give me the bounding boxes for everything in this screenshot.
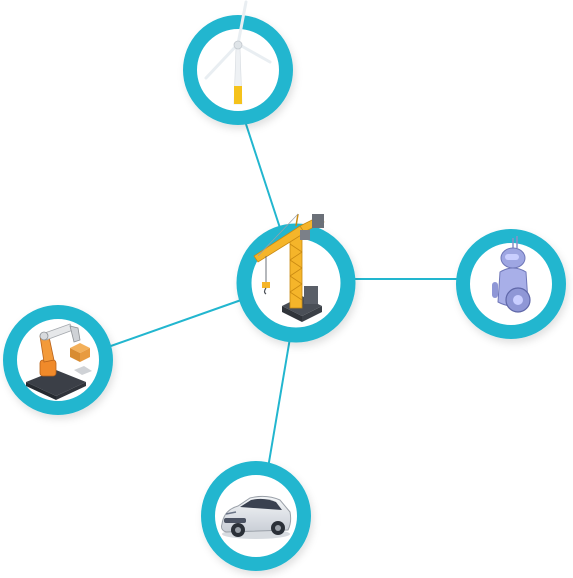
tower-crane-icon — [253, 213, 325, 322]
node-tower-crane — [236, 213, 356, 343]
connector-wind-turbine — [243, 117, 281, 229]
connector-electric-car — [267, 337, 291, 469]
wind-turbine-icon — [204, 0, 272, 105]
connectors — [107, 117, 460, 469]
node-electric-car — [201, 461, 311, 571]
electric-car-icon — [221, 495, 292, 539]
connector-robotic-arm — [107, 298, 245, 348]
node-wind-turbine — [183, 0, 293, 125]
node-robotic-arm — [3, 305, 113, 415]
robot-icon — [492, 236, 531, 313]
node-robot — [456, 229, 566, 339]
robotic-arm-icon — [26, 323, 92, 400]
